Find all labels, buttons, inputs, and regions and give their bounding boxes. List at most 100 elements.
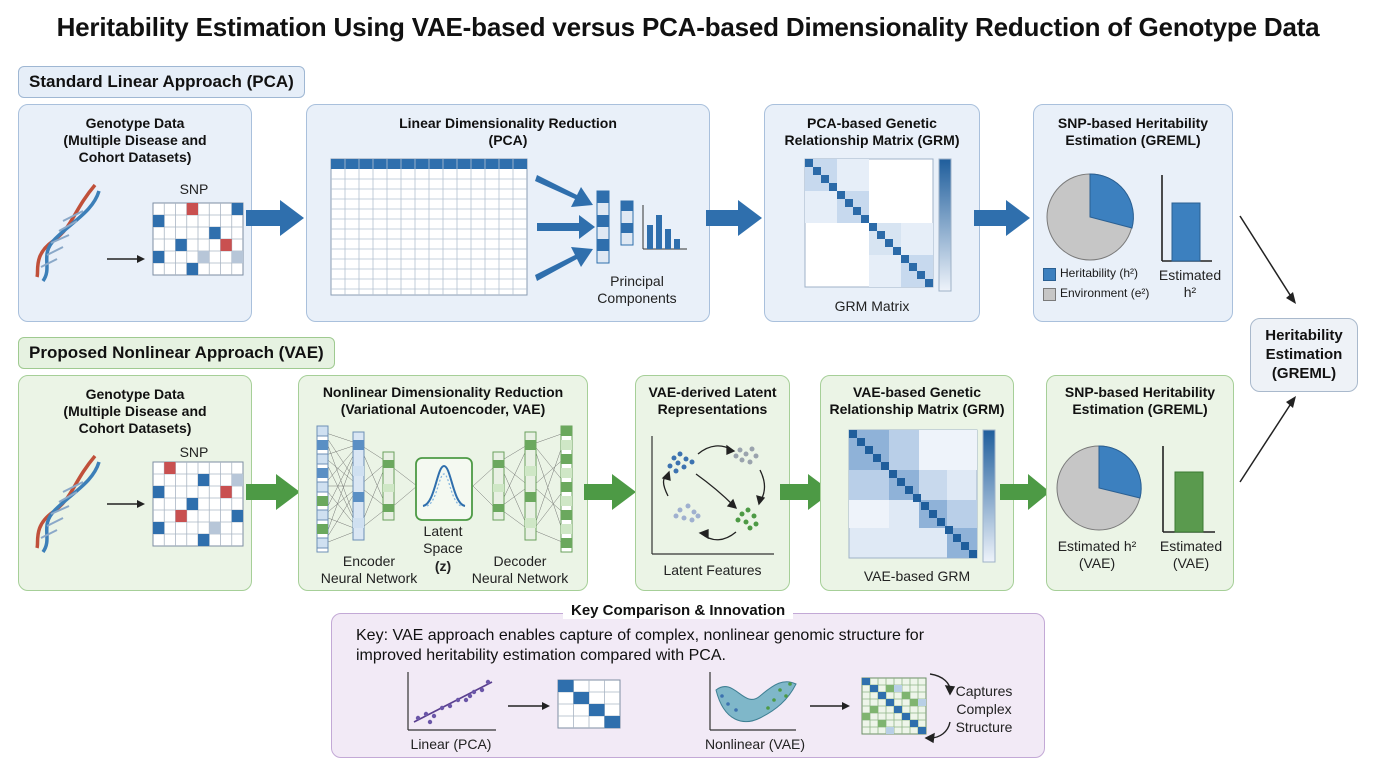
colorbar xyxy=(938,158,952,292)
cycle-arrows-icon xyxy=(924,673,956,744)
pca-greml-box: SNP-based Heritability Estimation (GREML… xyxy=(1033,104,1233,322)
pca-estimated-h2-label: Estimated h² xyxy=(1158,267,1222,300)
key-comparison-text: Key: VAE approach enables capture of com… xyxy=(356,627,925,664)
encoder-label: Encoder Neural Network xyxy=(320,553,418,586)
vae-arrow-1 xyxy=(246,474,300,510)
pca-grm-box: PCA-based Genetic Relationship Matrix (G… xyxy=(764,104,980,322)
vae-reduction-box: Nonlinear Dimensionality Reduction (Vari… xyxy=(298,375,588,591)
latent-features-caption: Latent Features xyxy=(663,562,762,578)
pca-reduction-title: Linear Dimensionality Reduction (PCA) xyxy=(399,115,617,148)
encoder-layer-1 xyxy=(316,425,329,553)
pca-greml-title: SNP-based Heritability Estimation (GREML… xyxy=(1057,115,1209,148)
vae-dna-snp-graphic xyxy=(35,454,244,554)
cycle-arrows xyxy=(661,444,766,541)
pca-arrow-2 xyxy=(706,200,762,236)
dna-icon xyxy=(35,454,101,554)
pca-projection-arrows xyxy=(535,175,595,281)
pie-chart xyxy=(1046,173,1134,261)
vae-grm-title: VAE-based Genetic Relationship Matrix (G… xyxy=(829,384,1005,417)
bar-chart xyxy=(1161,175,1212,262)
heritability-legend-label: Heritability (h²) xyxy=(1060,266,1139,280)
comparison-graphic xyxy=(407,672,956,744)
dna-icon xyxy=(35,183,101,283)
arrow-icon xyxy=(842,702,850,710)
pca-lane-label: Standard Linear Approach (PCA) xyxy=(18,66,305,98)
pca-greml-chart xyxy=(1046,173,1212,262)
pca-grm-caption: GRM Matrix xyxy=(834,298,910,314)
nonlinear-grm-icon xyxy=(861,677,927,735)
nonlinear-vae-label: Nonlinear (VAE) xyxy=(704,736,806,752)
captures-structure-label: Captures Complex Structure xyxy=(955,683,1013,735)
vae-arrow-2 xyxy=(584,474,636,510)
vae-genotype-box: Genotype Data (Multiple Disease and Coho… xyxy=(18,375,252,591)
final-heritability-title: Heritability Estimation (GREML) xyxy=(1265,327,1343,382)
cluster-blue xyxy=(667,451,695,474)
decoder-connections xyxy=(472,431,568,545)
vae-greml-chart xyxy=(1056,445,1215,533)
decoder-label: Decoder Neural Network xyxy=(471,553,569,586)
bar-chart xyxy=(1162,446,1215,533)
pca-reduction-box: Linear Dimensionality Reduction (PCA) xyxy=(306,104,710,322)
vae-arrow-4 xyxy=(1000,474,1050,510)
vae-estimated-h2-label: Estimated h² (VAE) xyxy=(1057,538,1137,571)
pie-chart xyxy=(1056,445,1142,531)
principal-component-columns xyxy=(596,190,634,264)
vae-genotype-title: Genotype Data (Multiple Disease and Coho… xyxy=(63,386,207,436)
pca-arrow-1 xyxy=(246,200,304,236)
decoder-layer-1 xyxy=(492,451,505,521)
linear-grm-icon xyxy=(557,679,621,729)
vae-greml-box: SNP-based Heritability Estimation (GREML… xyxy=(1046,375,1234,591)
arrow-icon xyxy=(542,702,550,710)
final-heritability-box: Heritability Estimation (GREML) xyxy=(1250,318,1358,392)
environment-legend-swatch xyxy=(1043,288,1056,301)
vae-lane-label: Proposed Nonlinear Approach (VAE) xyxy=(18,337,335,369)
pca-genotype-box: Genotype Data (Multiple Disease and Coho… xyxy=(18,104,252,322)
decoder-layer-2 xyxy=(524,431,537,541)
vae-arrow-3 xyxy=(780,474,832,510)
pca-grm-heatmap xyxy=(804,158,952,292)
genotype-matrix-large xyxy=(330,158,528,296)
snp-matrix xyxy=(152,461,244,547)
latent-space-label: Latent Space xyxy=(423,523,463,556)
nonlinear-manifold-icon xyxy=(709,672,797,731)
environment-legend-label: Environment (e²) xyxy=(1060,286,1150,300)
vae-latent-box: VAE-derived Latent Representations Laten… xyxy=(635,375,790,591)
key-comparison-title: Key Comparison & Innovation xyxy=(563,602,794,619)
vae-reduction-title: Nonlinear Dimensionality Reduction (Vari… xyxy=(322,384,564,417)
page-title: Heritability Estimation Using VAE-based … xyxy=(56,12,1320,42)
vae-estimated-label: Estimated (VAE) xyxy=(1159,538,1223,571)
pca-snp-label: SNP xyxy=(179,181,209,197)
pca-genotype-title: Genotype Data (Multiple Disease and Coho… xyxy=(63,115,207,165)
vae-grm-heatmap xyxy=(848,429,996,563)
colorbar xyxy=(982,429,996,563)
arrow-icon xyxy=(137,500,145,508)
convergence-arrows xyxy=(1239,215,1296,483)
cluster-green xyxy=(735,507,759,531)
pca-dna-snp-graphic xyxy=(35,183,244,283)
latent-space-icon xyxy=(415,457,473,521)
pca-arrow-3 xyxy=(974,200,1030,236)
principal-components-label: Principal Components xyxy=(597,273,677,306)
vae-network-graphic xyxy=(316,425,573,553)
linear-scatter-icon xyxy=(407,672,496,731)
latent-cluster-plot xyxy=(651,436,774,555)
vae-latent-title: VAE-derived Latent Representations xyxy=(648,384,777,417)
vae-grm-box: VAE-based Genetic Relationship Matrix (G… xyxy=(820,375,1014,591)
cluster-lavender xyxy=(673,503,701,523)
variance-bar-icon xyxy=(642,205,687,250)
vae-grm-caption: VAE-based GRM xyxy=(863,568,971,584)
latent-symbol: (z) xyxy=(434,558,452,574)
encoder-layer-2 xyxy=(352,431,365,541)
vae-snp-label: SNP xyxy=(179,444,209,460)
arrow-icon xyxy=(137,255,145,263)
linear-pca-label: Linear (PCA) xyxy=(410,736,492,752)
vae-greml-title: SNP-based Heritability Estimation (GREML… xyxy=(1064,384,1216,417)
cluster-grey xyxy=(733,446,759,465)
pca-reduction-graphic xyxy=(330,158,687,296)
encoder-connections xyxy=(322,431,418,545)
decoder-layer-3 xyxy=(560,425,573,553)
snp-matrix xyxy=(152,202,244,276)
pca-grm-title: PCA-based Genetic Relationship Matrix (G… xyxy=(784,115,960,148)
encoder-layer-3 xyxy=(382,451,395,521)
heritability-legend-swatch xyxy=(1043,268,1056,281)
